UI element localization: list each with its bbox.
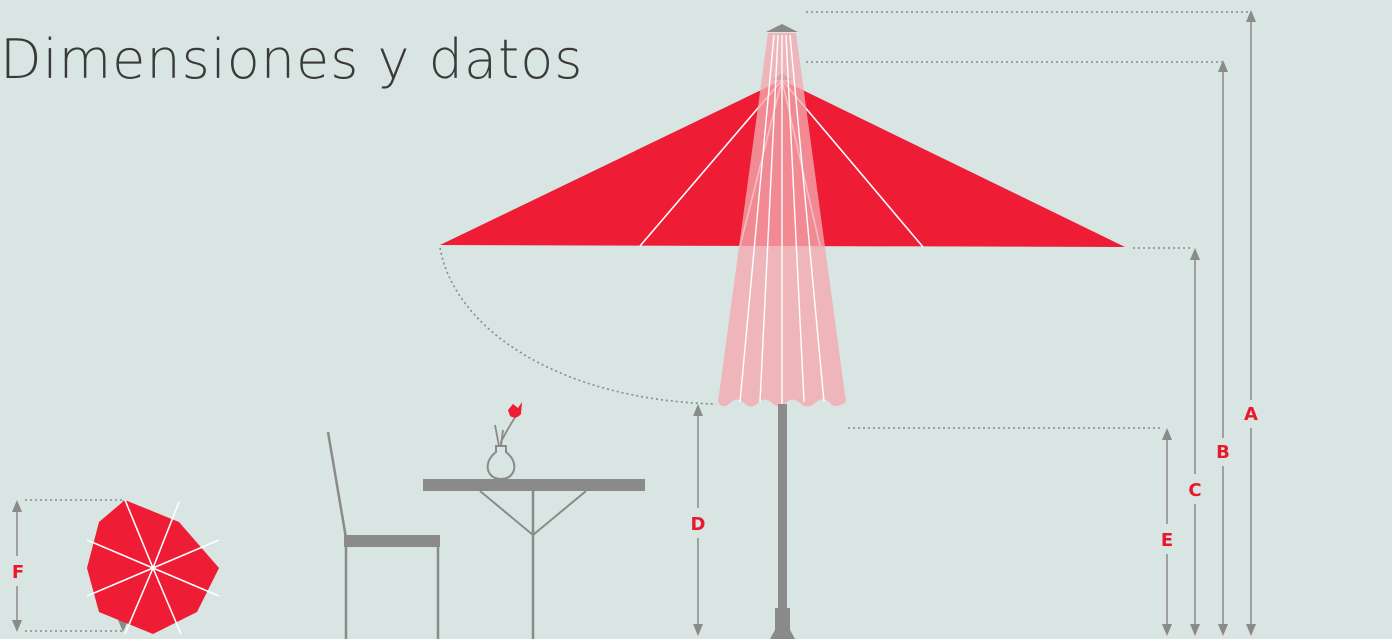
label-a: A — [1244, 404, 1258, 425]
page-title: Dimensiones y datos — [0, 28, 584, 91]
parasol-top-view — [86, 499, 220, 635]
pole-base — [770, 608, 795, 639]
dimension-arrowheads — [12, 10, 1256, 636]
flower-vase — [486, 402, 522, 481]
canopy-swing-arc — [439, 247, 717, 405]
label-f: F — [12, 562, 24, 583]
table — [423, 479, 645, 639]
closed-finial — [766, 24, 798, 32]
dimension-lines — [16, 11, 1252, 632]
parasol-pole — [778, 404, 787, 639]
label-b: B — [1216, 442, 1230, 463]
label-d: D — [691, 514, 706, 535]
label-c: C — [1188, 480, 1201, 501]
chair — [326, 431, 440, 639]
parasol-side-view — [439, 24, 1125, 639]
closed-canopy-ribs — [739, 34, 825, 405]
label-e: E — [1161, 530, 1173, 551]
